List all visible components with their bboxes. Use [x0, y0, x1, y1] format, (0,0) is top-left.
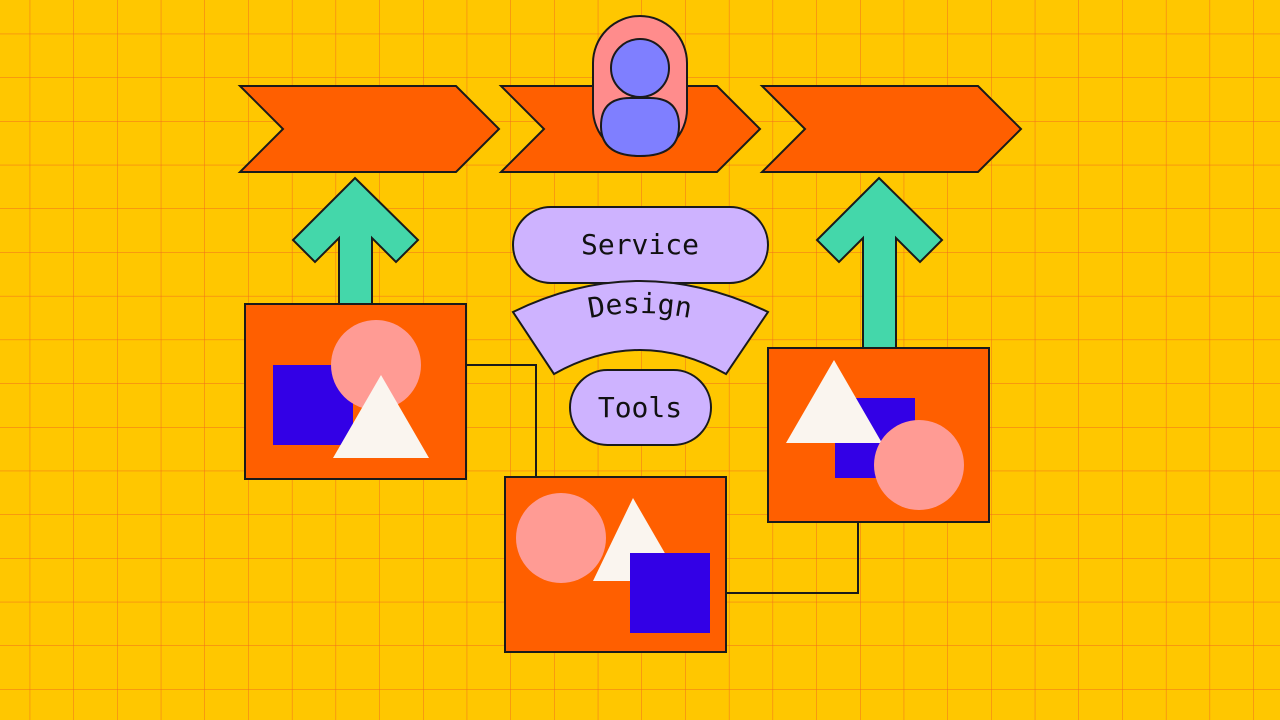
label-tools: Tools: [598, 391, 682, 424]
triangle-shape: [786, 360, 882, 443]
label-service: Service: [581, 228, 699, 261]
square-shape: [630, 553, 710, 633]
title-pills: [511, 206, 770, 446]
shape-card-left: [244, 303, 467, 480]
avatar-body: [599, 97, 681, 158]
chevron-step-1: [237, 85, 501, 173]
shape-card-bottom: [504, 476, 727, 653]
pill-design: [511, 280, 770, 376]
pill-tools: [569, 369, 712, 446]
chevron-step-3: [759, 85, 1023, 173]
avatar-head: [610, 38, 670, 98]
circle-shape: [874, 420, 964, 510]
circle-shape: [516, 493, 606, 583]
person-icon: [592, 15, 688, 158]
triangle-shape: [333, 375, 429, 458]
circle-shape: [331, 320, 421, 410]
shape-card-right: [767, 347, 990, 523]
